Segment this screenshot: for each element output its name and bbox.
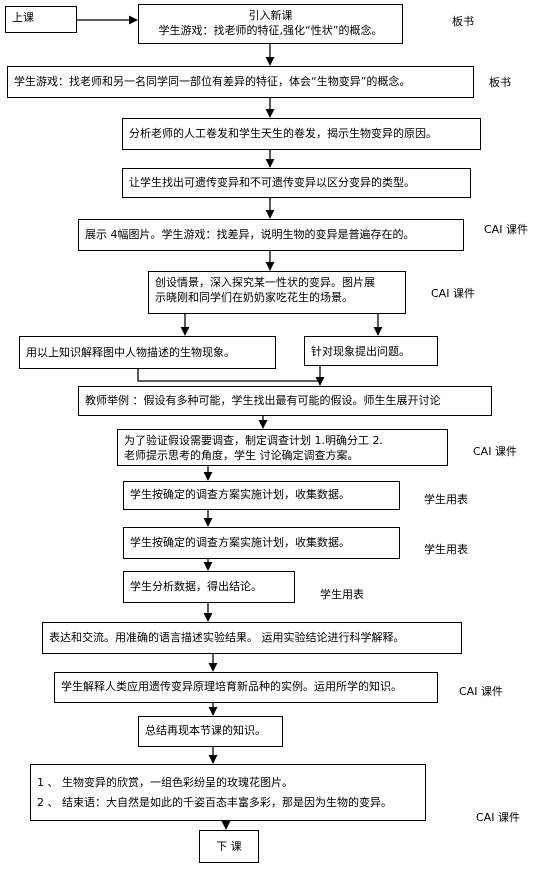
- note-cai-5: CAI 课件: [476, 811, 520, 824]
- step-hypothesis-text: 教师举例 ：假设有多种可能，学生找出最有可能的假设。师生生展开讨论: [85, 394, 441, 407]
- step-box-explain-phenomenon: 用以上知识解释图中人物描述的生物现象。: [19, 336, 276, 369]
- step-box-curly-hair: 分析老师的人工卷发和学生天生的卷发，揭示生物变异的原因。: [122, 118, 481, 150]
- step-collect-data-2-text: 学生按确定的调查方案实施计划，收集数据。: [130, 536, 350, 549]
- step-appreciation-line2: 2 、 结束语：大自然是如此的千姿百态丰富多彩，那是因为生物的变异。: [37, 796, 392, 809]
- step-intro-text: 学生游戏：找老师的特征,强化“性状”的概念。: [158, 24, 383, 37]
- step-box-variation-types: 让学生找出可遗传变异和不可遗传变异以区分变异的类型。: [122, 168, 471, 198]
- note-student-form-2: 学生用表: [424, 543, 468, 556]
- step-appreciation-line1: 1 、 生物变异的欣赏，一组色彩纷呈的玫瑰花图片。: [37, 776, 293, 789]
- step-summary-text: 总结再现本节课的知识。: [145, 724, 266, 737]
- step-survey-plan-line2: 老师提示思考的角度，学生 讨论确定调查方案。: [124, 449, 359, 462]
- step-box-analyze-data: 学生分析数据，得出结论。: [123, 571, 295, 603]
- note-board-1: 板书: [452, 15, 474, 28]
- step-box-ask-question: 针对现象提出问题。: [304, 336, 438, 366]
- step-box-hypothesis: 教师举例 ：假设有多种可能，学生找出最有可能的假设。师生生展开讨论: [78, 386, 492, 416]
- note-cai-1: CAI 课件: [484, 223, 528, 236]
- step-survey-plan-line1: 为了验证假设需要调查，制定调查计划 1.明确分工 2.: [124, 434, 383, 447]
- start-box: 上课: [5, 6, 77, 33]
- note-student-form-3: 学生用表: [320, 588, 364, 601]
- step-explain-phenomenon-text: 用以上知识解释图中人物描述的生物现象。: [26, 346, 235, 359]
- end-label: 下 课: [216, 840, 242, 853]
- step-box-collect-data-1: 学生按确定的调查方案实施计划，收集数据。: [123, 481, 400, 510]
- step-box-scenario: 创设情景，深入探究某一性状的变异。图片展 示晓刚和同学们在奶奶家吃花生的场景。: [148, 271, 406, 314]
- step-curly-hair-text: 分析老师的人工卷发和学生天生的卷发，揭示生物变异的原因。: [129, 127, 437, 140]
- step-box-summary: 总结再现本节课的知识。: [138, 716, 283, 747]
- start-label: 上课: [12, 11, 34, 24]
- step-box-intro: 引入新课 学生游戏：找老师的特征,强化“性状”的概念。: [138, 4, 403, 44]
- step-intro-title: 引入新课: [248, 9, 293, 22]
- step-box-communicate: 表达和交流。用准确的语言描述实验结果。 运用实验结论进行科学解释。: [42, 622, 462, 654]
- step-box-collect-data-2: 学生按确定的调查方案实施计划，收集数据。: [123, 527, 400, 559]
- end-box: 下 课: [199, 830, 259, 863]
- step-pictures-text: 展示 4幅图片。学生游戏：找差异，说明生物的变异是普遍存在的。: [85, 228, 415, 241]
- step-box-breeding-examples: 学生解释人类应用遗传变异原理培育新品种的实例。运用所学的知识。: [54, 672, 438, 703]
- note-cai-4: CAI 课件: [459, 685, 503, 698]
- step-breeding-examples-text: 学生解释人类应用遗传变异原理培育新品种的实例。运用所学的知识。: [61, 680, 402, 693]
- step-box-survey-plan: 为了验证假设需要调查，制定调查计划 1.明确分工 2. 老师提示思考的角度，学生…: [117, 429, 448, 466]
- note-cai-3: CAI 课件: [473, 445, 517, 458]
- step-collect-data-1-text: 学生按确定的调查方案实施计划，收集数据。: [130, 488, 350, 501]
- step-box-pictures: 展示 4幅图片。学生游戏：找差异，说明生物的变异是普遍存在的。: [78, 219, 464, 251]
- step-variation-game-text: 学生游戏：找老师和另一名同学同一部位有差异的特征，体会“生物变异”的概念。: [14, 75, 411, 88]
- step-box-variation-game: 学生游戏：找老师和另一名同学同一部位有差异的特征，体会“生物变异”的概念。: [7, 66, 474, 98]
- step-box-appreciation: 1 、 生物变异的欣赏，一组色彩纷呈的玫瑰花图片。 2 、 结束语：大自然是如此…: [30, 764, 426, 821]
- step-scenario-line1: 创设情景，深入探究某一性状的变异。图片展: [155, 276, 375, 289]
- note-cai-2: CAI 课件: [431, 287, 475, 300]
- step-communicate-text: 表达和交流。用准确的语言描述实验结果。 运用实验结论进行科学解释。: [49, 631, 405, 644]
- step-scenario-line2: 示晓刚和同学们在奶奶家吃花生的场景。: [155, 291, 353, 304]
- step-ask-question-text: 针对现象提出问题。: [311, 345, 410, 358]
- note-board-2: 板书: [489, 76, 511, 89]
- step-analyze-data-text: 学生分析数据，得出结论。: [130, 580, 262, 593]
- connector-b7a-b7b-to-b8: [137, 369, 320, 382]
- note-student-form-1: 学生用表: [424, 493, 468, 506]
- step-variation-types-text: 让学生找出可遗传变异和不可遗传变异以区分变异的类型。: [129, 176, 415, 189]
